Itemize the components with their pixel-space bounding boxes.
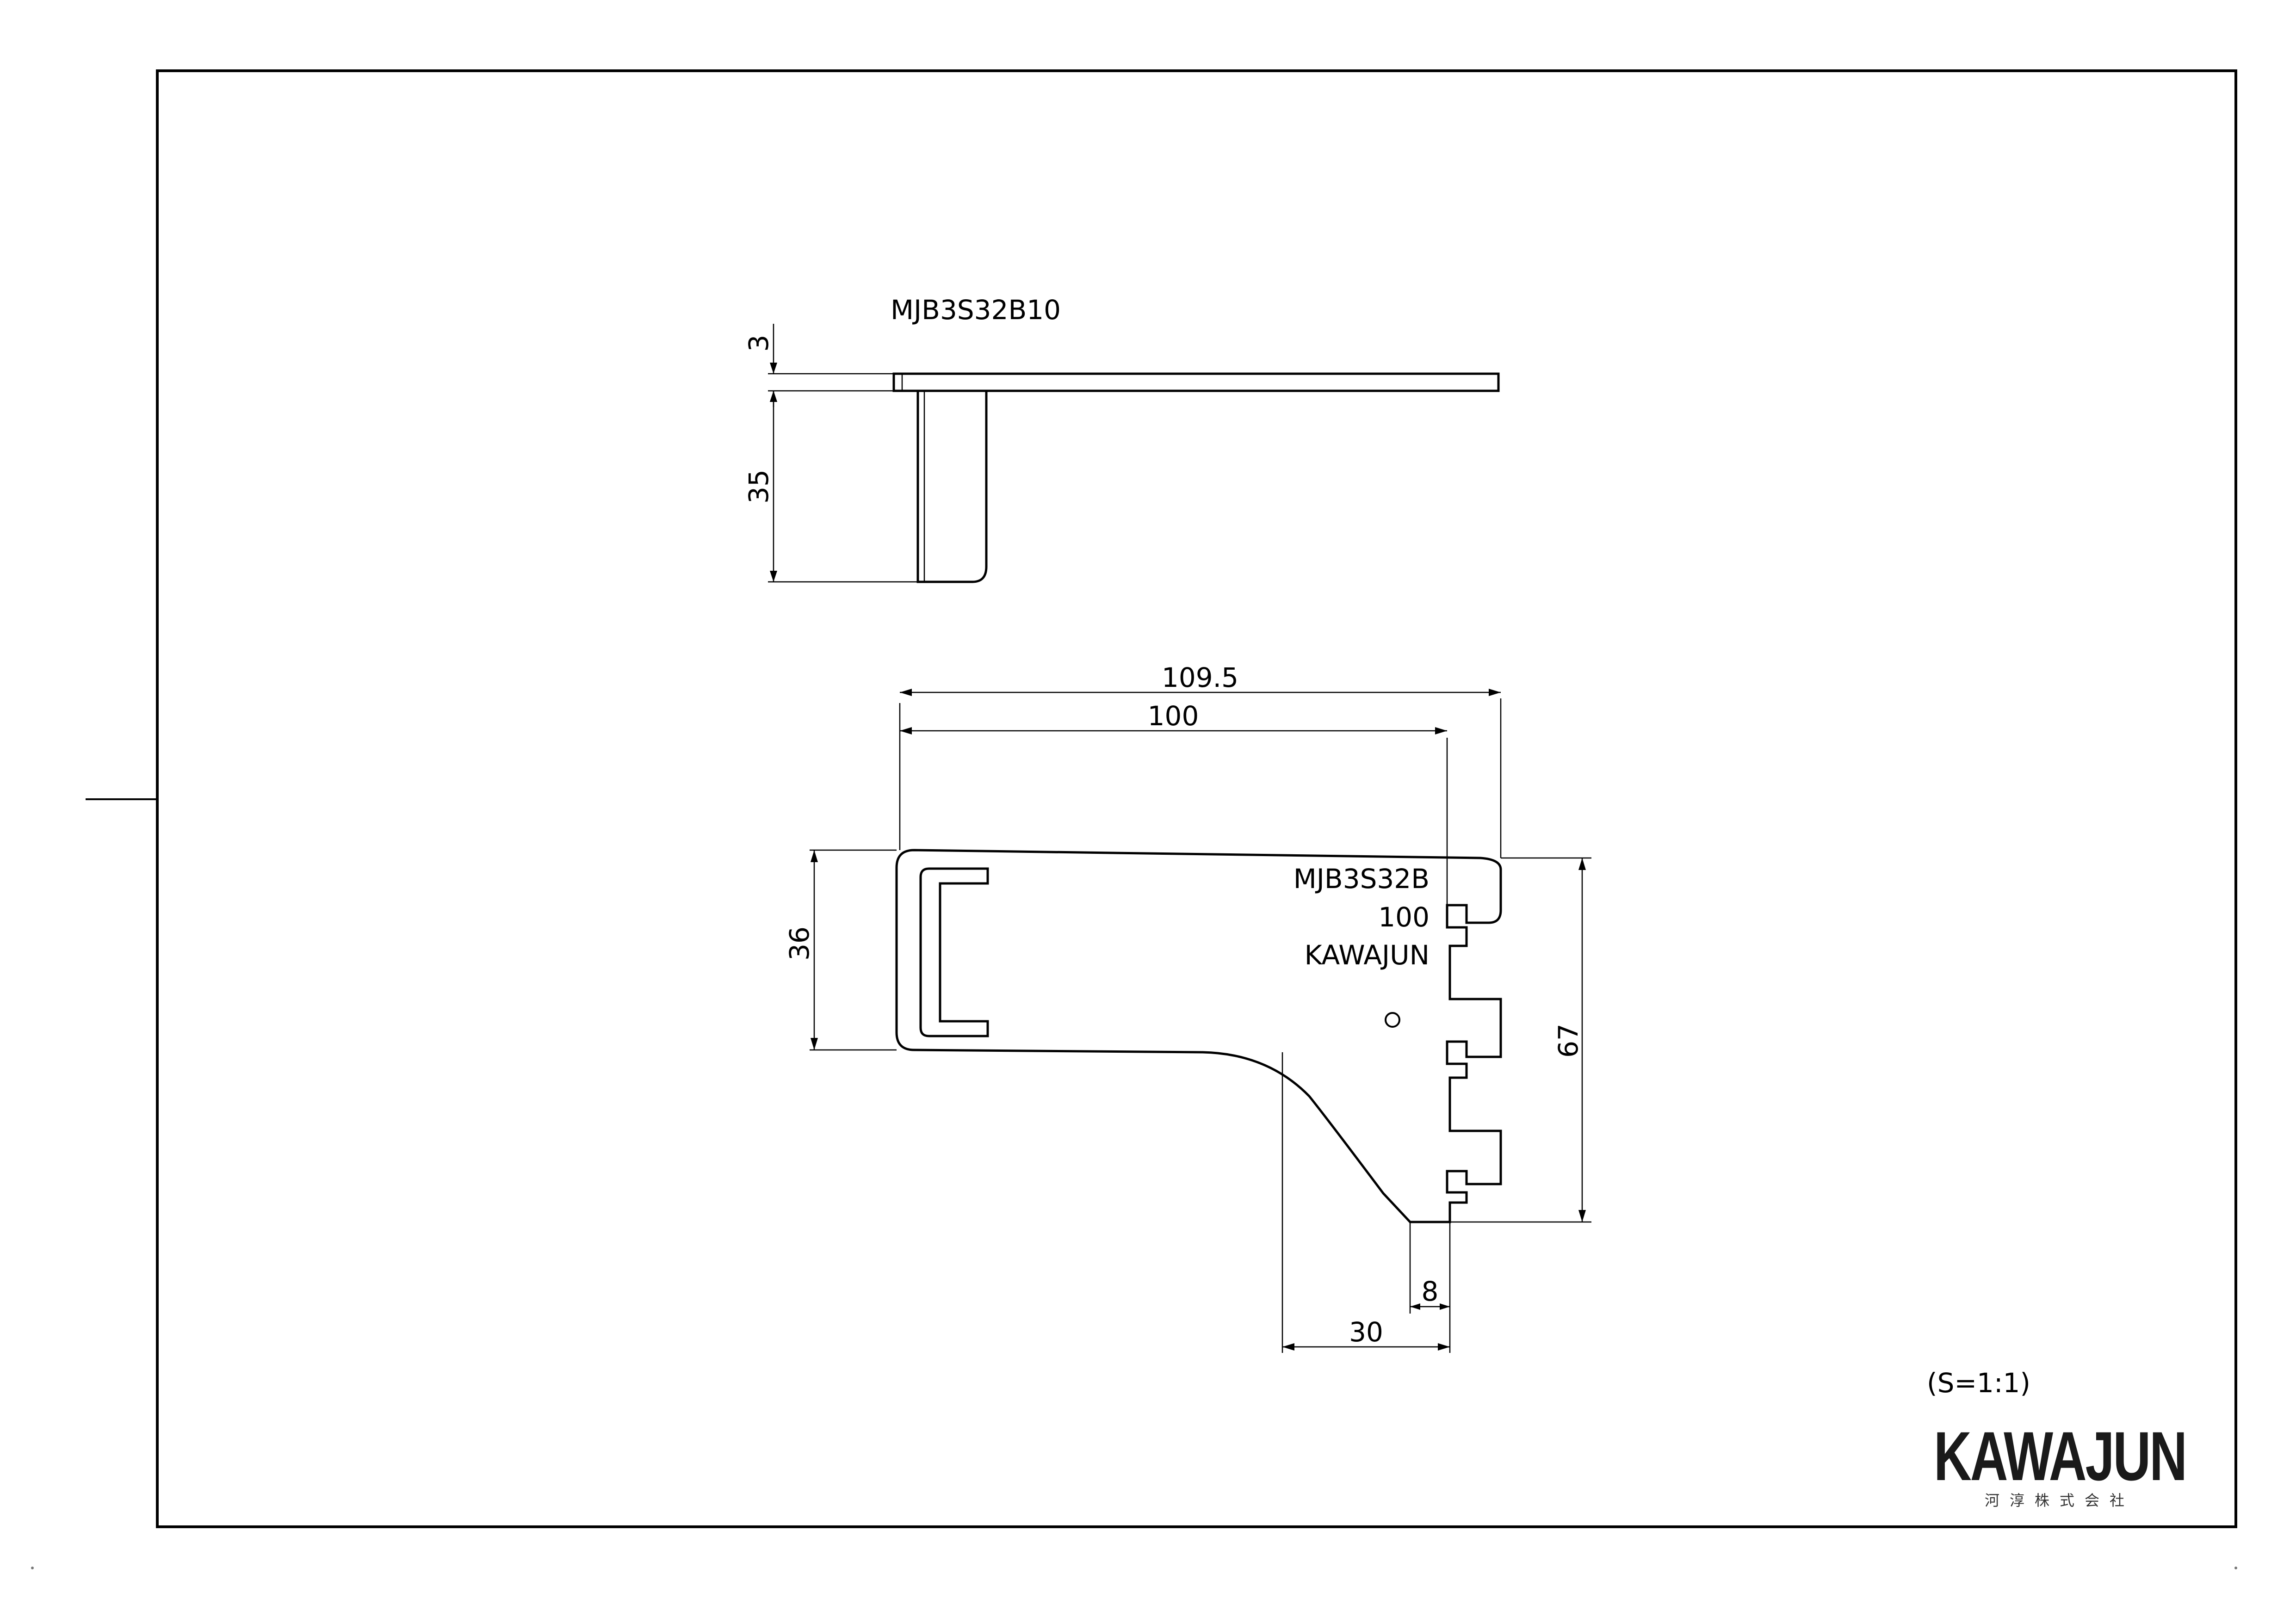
side-top-plate bbox=[892, 372, 1500, 392]
dim-thickness-arrow-top bbox=[770, 363, 777, 374]
dim-length-arrow-right bbox=[1435, 727, 1447, 734]
dim-base-width-value: 30 bbox=[1349, 1316, 1383, 1348]
side-view: MJB3S32B10 3 35 bbox=[743, 294, 1500, 583]
corner-dot-left bbox=[31, 1567, 34, 1569]
dim-leg-height-arrow-top bbox=[770, 391, 777, 402]
scale-note: (S=1:1) bbox=[1927, 1367, 2030, 1399]
title-block: (S=1:1) KAWAJUN 河淳株式会社 bbox=[1927, 1367, 2188, 1509]
dim-length-arrow-left bbox=[900, 727, 912, 734]
side-view-part-label: MJB3S32B10 bbox=[891, 294, 1061, 326]
marking-line-brand: KAWAJUN bbox=[1305, 939, 1430, 971]
dim-total-height-arrow-bottom bbox=[1578, 1210, 1586, 1222]
side-vertical-leg bbox=[916, 391, 988, 583]
dim-leg-height-value: 35 bbox=[743, 469, 774, 504]
front-view: MJB3S32B 100 KAWAJUN 109.5 100 36 67 bbox=[784, 662, 1591, 1353]
dim-arm-height-arrow-top bbox=[811, 850, 818, 862]
drawing-frame bbox=[156, 69, 2237, 1528]
dim-base-width-arrow-left bbox=[1282, 1343, 1294, 1351]
dim-overall-length-arrow-right bbox=[1489, 689, 1501, 696]
bracket-outline bbox=[895, 849, 1502, 1223]
dim-base-width-arrow-right bbox=[1438, 1343, 1450, 1351]
bracket-hook-slot bbox=[919, 867, 989, 1037]
brand-company-name: 河淳株式会社 bbox=[1985, 1492, 2135, 1509]
dim-arm-height-value: 36 bbox=[784, 926, 815, 961]
marking-line-length: 100 bbox=[1378, 901, 1430, 933]
bracket-hole bbox=[1385, 1012, 1400, 1028]
dim-overall-length-arrow-left bbox=[900, 689, 912, 696]
dim-tip-width-value: 8 bbox=[1422, 1276, 1439, 1307]
marking-line-part-number: MJB3S32B bbox=[1293, 863, 1430, 895]
dim-leg-height-arrow-bottom bbox=[770, 571, 777, 582]
dim-tip-width-arrow-left bbox=[1410, 1303, 1420, 1310]
brand-logo: KAWAJUN bbox=[1934, 1417, 2186, 1495]
dim-thickness-value: 3 bbox=[743, 335, 774, 352]
dim-total-height-arrow-top bbox=[1578, 858, 1586, 870]
dim-tip-width-arrow-right bbox=[1440, 1303, 1450, 1310]
dim-length-value: 100 bbox=[1148, 700, 1199, 732]
corner-dot-right bbox=[2234, 1567, 2237, 1569]
dim-arm-height-arrow-bottom bbox=[811, 1038, 818, 1050]
dim-total-height-value: 67 bbox=[1553, 1024, 1584, 1058]
dim-overall-length-value: 109.5 bbox=[1162, 662, 1238, 693]
